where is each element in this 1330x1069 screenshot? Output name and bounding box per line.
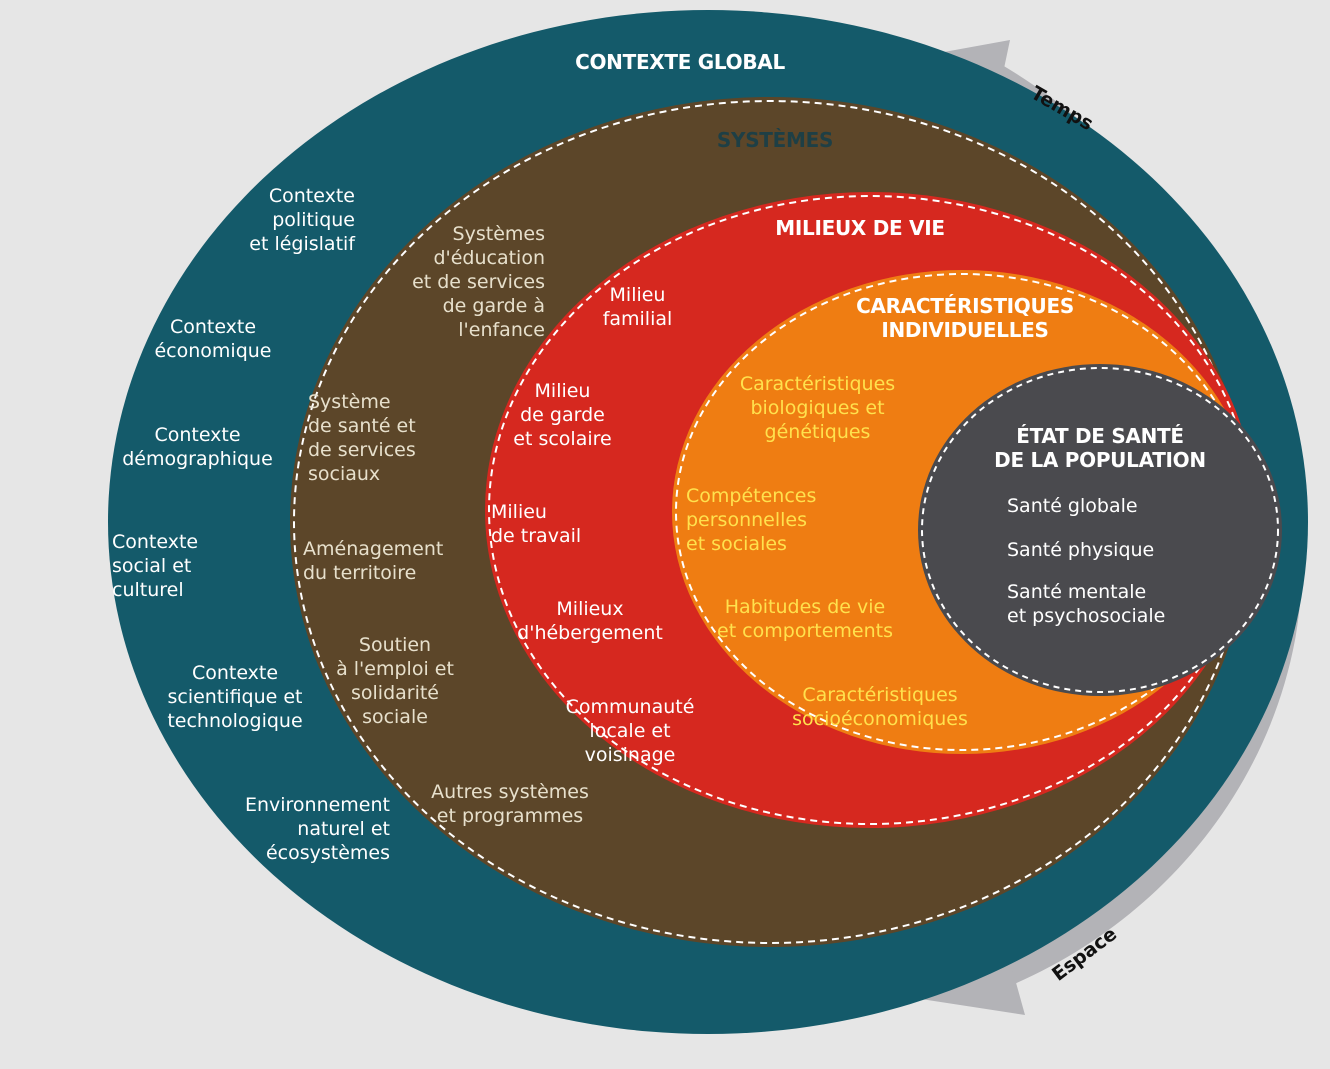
etat-dashed-border bbox=[921, 367, 1279, 693]
etat-item: Santé mentale et psychosociale bbox=[1007, 581, 1166, 627]
systemes-item: Autres systèmes et programmes bbox=[431, 781, 589, 827]
contexte-item: Contexte politique et législatif bbox=[249, 185, 355, 255]
caracteristiques-item: Habitudes de vie et comportements bbox=[717, 596, 893, 642]
systemes-item: Systèmes d'éducation et de services de g… bbox=[412, 223, 545, 341]
etat-de-sante-core bbox=[918, 364, 1282, 696]
etat-item: Santé physique bbox=[1007, 539, 1155, 561]
milieux-title: MILIEUX DE VIE bbox=[775, 216, 945, 240]
etat-item: Santé globale bbox=[1007, 495, 1138, 517]
contexte-item: Contexte démographique bbox=[122, 424, 273, 470]
systemes-item: Aménagement du territoire bbox=[303, 538, 444, 584]
milieux-item: Milieu de travail bbox=[491, 501, 582, 547]
systemes-item: Système de santé et de services sociaux bbox=[308, 391, 416, 485]
milieux-item: Communauté locale et voisinage bbox=[565, 696, 695, 766]
contexte-item: Contexte économique bbox=[154, 316, 272, 362]
contexte-item: Environnement naturel et écosystèmes bbox=[244, 794, 390, 864]
caracteristiques-title: CARACTÉRISTIQUES INDIVIDUELLES bbox=[856, 294, 1074, 342]
caracteristiques-item: Compétences personnelles et sociales bbox=[686, 485, 817, 555]
systemes-item: Soutien à l'emploi et solidarité sociale bbox=[336, 634, 454, 728]
milieux-item: Milieux d'hébergement bbox=[517, 598, 663, 644]
contexte-global-title: CONTEXTE GLOBAL bbox=[575, 50, 785, 74]
milieux-item: Milieu familial bbox=[602, 284, 673, 330]
caracteristiques-item: Caractéristiques biologiques et génétiqu… bbox=[739, 373, 896, 443]
systemes-title: SYSTÈMES bbox=[716, 128, 834, 152]
etat-de-sante-title: ÉTAT DE SANTÉ DE LA POPULATION bbox=[994, 424, 1206, 472]
contexte-item: Contexte scientifique et technologique bbox=[167, 662, 303, 732]
contexte-item: Contexte social et culturel bbox=[112, 531, 199, 601]
milieux-item: Milieu de garde et scolaire bbox=[513, 380, 612, 450]
caracteristiques-item: Caractéristiques socioéconomiques bbox=[792, 684, 968, 730]
